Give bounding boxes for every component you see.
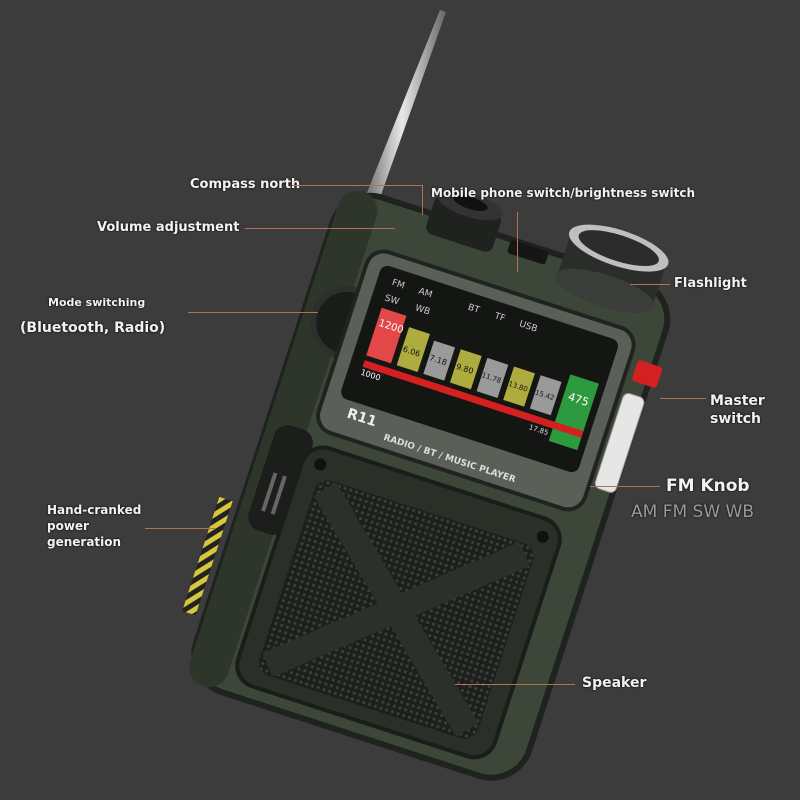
leader-hand-crank	[145, 528, 215, 529]
callout-fm-knob-bands: AM FM SW WB	[631, 502, 755, 522]
callout-hand-crank-3: generation	[47, 535, 122, 549]
leader-fm-knob	[590, 486, 660, 487]
fm-knob[interactable]	[594, 392, 646, 494]
callout-fm-knob: FM Knob	[666, 476, 750, 496]
band-label-fm: FM	[390, 278, 405, 292]
callout-mode-switching-detail: (Bluetooth, Radio)	[20, 320, 166, 336]
band-label-tf: TF	[492, 311, 506, 324]
leader-phone-switch	[517, 212, 518, 272]
leader-flashlight	[630, 284, 670, 285]
callout-hand-crank-1: Hand-cranked	[47, 503, 142, 517]
leader-master-switch	[660, 398, 706, 399]
volume-knob[interactable]	[424, 183, 507, 254]
leader-compass-north	[292, 185, 422, 186]
callout-mode-switching: Mode switching	[48, 296, 146, 309]
band-label-bt: BT	[466, 303, 481, 316]
callout-speaker: Speaker	[582, 675, 647, 691]
callout-mobile-phone-switch: Mobile phone switch/brightness switch	[431, 186, 696, 200]
callout-flashlight: Flashlight	[674, 276, 747, 291]
callout-volume-adjustment: Volume adjustment	[97, 220, 240, 235]
leader-volume	[245, 228, 395, 229]
callout-hand-crank-2: power	[47, 519, 89, 533]
leader-speaker	[455, 684, 575, 685]
band-label-sw: SW	[383, 294, 400, 308]
callout-master-switch-2: switch	[710, 411, 762, 427]
band-label-am: AM	[417, 287, 433, 301]
hazard-stripe	[182, 496, 233, 616]
master-switch[interactable]	[631, 360, 663, 389]
callout-compass-north: Compass north	[190, 177, 301, 192]
callout-master-switch-1: Master	[710, 393, 765, 409]
highlight-value: 475	[566, 390, 590, 409]
leader-mode	[188, 312, 318, 313]
flashlight[interactable]	[550, 215, 673, 322]
frequency-bars	[362, 307, 599, 451]
band-label-wb: WB	[414, 303, 431, 317]
leader-compass-north-vertical	[422, 185, 423, 215]
hand-crank[interactable]	[245, 421, 317, 538]
